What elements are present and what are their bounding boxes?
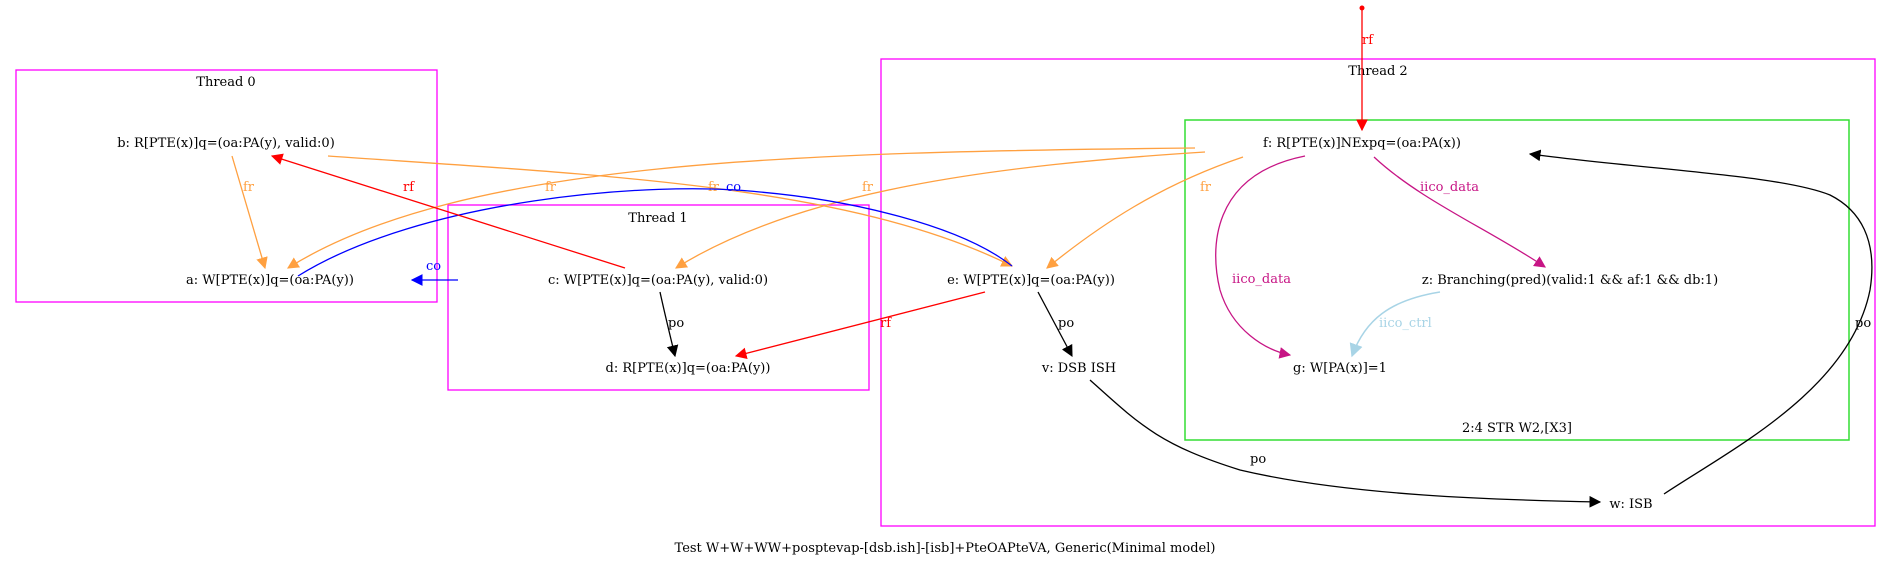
edge-iico-data-f-g: iico_data (1215, 155, 1306, 359)
cluster-thread-0: Thread 0 (15, 69, 438, 303)
edge-label-fr-be: fr (708, 180, 720, 195)
cluster-thread-1: Thread 1 (447, 204, 870, 391)
edge-rf-e-d: rf (734, 291, 986, 360)
cluster-inner-instruction: 2:4 STR W2,[X3] (1184, 119, 1850, 441)
cluster-thread-2-label: Thread 2 (1348, 64, 1407, 79)
edge-label-fr-ba: fr (243, 180, 255, 195)
edge-label-po-cd: po (668, 316, 684, 331)
edge-label-co-ca: co (426, 259, 441, 274)
edge-rf-init-f: rf (1356, 5, 1374, 132)
edge-label-po-ev: po (1058, 316, 1074, 331)
node-c: c: W[PTE(x)]q=(oa:PA(y), valid:0) (548, 273, 768, 288)
node-a: a: W[PTE(x)]q=(oa:PA(y)) (186, 273, 354, 288)
edge-label-iico-data-fg: iico_data (1232, 272, 1291, 287)
node-w: w: ISB (1609, 497, 1652, 512)
cluster-thread-1-label: Thread 1 (628, 211, 687, 226)
edge-label-po-vw: po (1250, 452, 1266, 467)
node-v: v: DSB ISH (1041, 361, 1116, 376)
node-b: b: R[PTE(x)]q=(oa:PA(y), valid:0) (117, 136, 335, 151)
edge-po-e-v: po (1037, 291, 1074, 358)
node-g: g: W[PA(x)]=1 (1293, 361, 1387, 376)
edge-rf-c-b: rf (270, 153, 626, 269)
cluster-thread-0-label: Thread 0 (196, 75, 255, 90)
edge-label-fr-fe: fr (1200, 180, 1212, 195)
edge-label-fr-fa: fr (545, 180, 557, 195)
edge-label-iico-data-fz: iico_data (1420, 180, 1479, 195)
edge-fr-b-a: fr (231, 155, 268, 270)
edge-label-iico-ctrl-zg: iico_ctrl (1379, 316, 1432, 331)
edge-po-w-f: po (1528, 149, 1873, 495)
edge-co-a-e: co (297, 180, 1013, 277)
diagram-caption: Test W+W+WW+posptevap-[dsb.ish]-[isb]+Pt… (675, 541, 1216, 556)
edge-fr-b-e: fr (327, 155, 1014, 267)
edge-po-c-d: po (659, 291, 684, 358)
edge-fr-f-c: fr (675, 151, 1206, 269)
edge-iico-ctrl-z-g: iico_ctrl (1349, 291, 1441, 358)
edge-label-po-wf: po (1855, 316, 1871, 331)
node-z: z: Branching(pred)(valid:1 && af:1 && db… (1422, 273, 1718, 288)
node-f: f: R[PTE(x)]NExpq=(oa:PA(x)) (1263, 136, 1461, 151)
cluster-inner-label: 2:4 STR W2,[X3] (1462, 421, 1572, 436)
edge-co-c-a: co (410, 259, 458, 286)
edge-label-rf-ed: rf (880, 316, 892, 331)
node-e: e: W[PTE(x)]q=(oa:PA(y)) (947, 273, 1115, 288)
cluster-thread-2: Thread 2 (880, 58, 1876, 527)
edge-fr-f-a: fr (287, 147, 1196, 269)
edge-fr-f-e: fr (1046, 156, 1244, 269)
node-d: d: R[PTE(x)]q=(oa:PA(y)) (606, 361, 771, 376)
edge-label-fr-fc: fr (862, 180, 874, 195)
edge-iico-data-f-z: iico_data (1373, 156, 1546, 268)
edge-po-v-w: po (1089, 379, 1602, 508)
edge-label-rf-cb: rf (403, 180, 415, 195)
edge-label-rf-top: rf (1362, 33, 1374, 48)
edge-label-co-ae: co (726, 180, 741, 195)
